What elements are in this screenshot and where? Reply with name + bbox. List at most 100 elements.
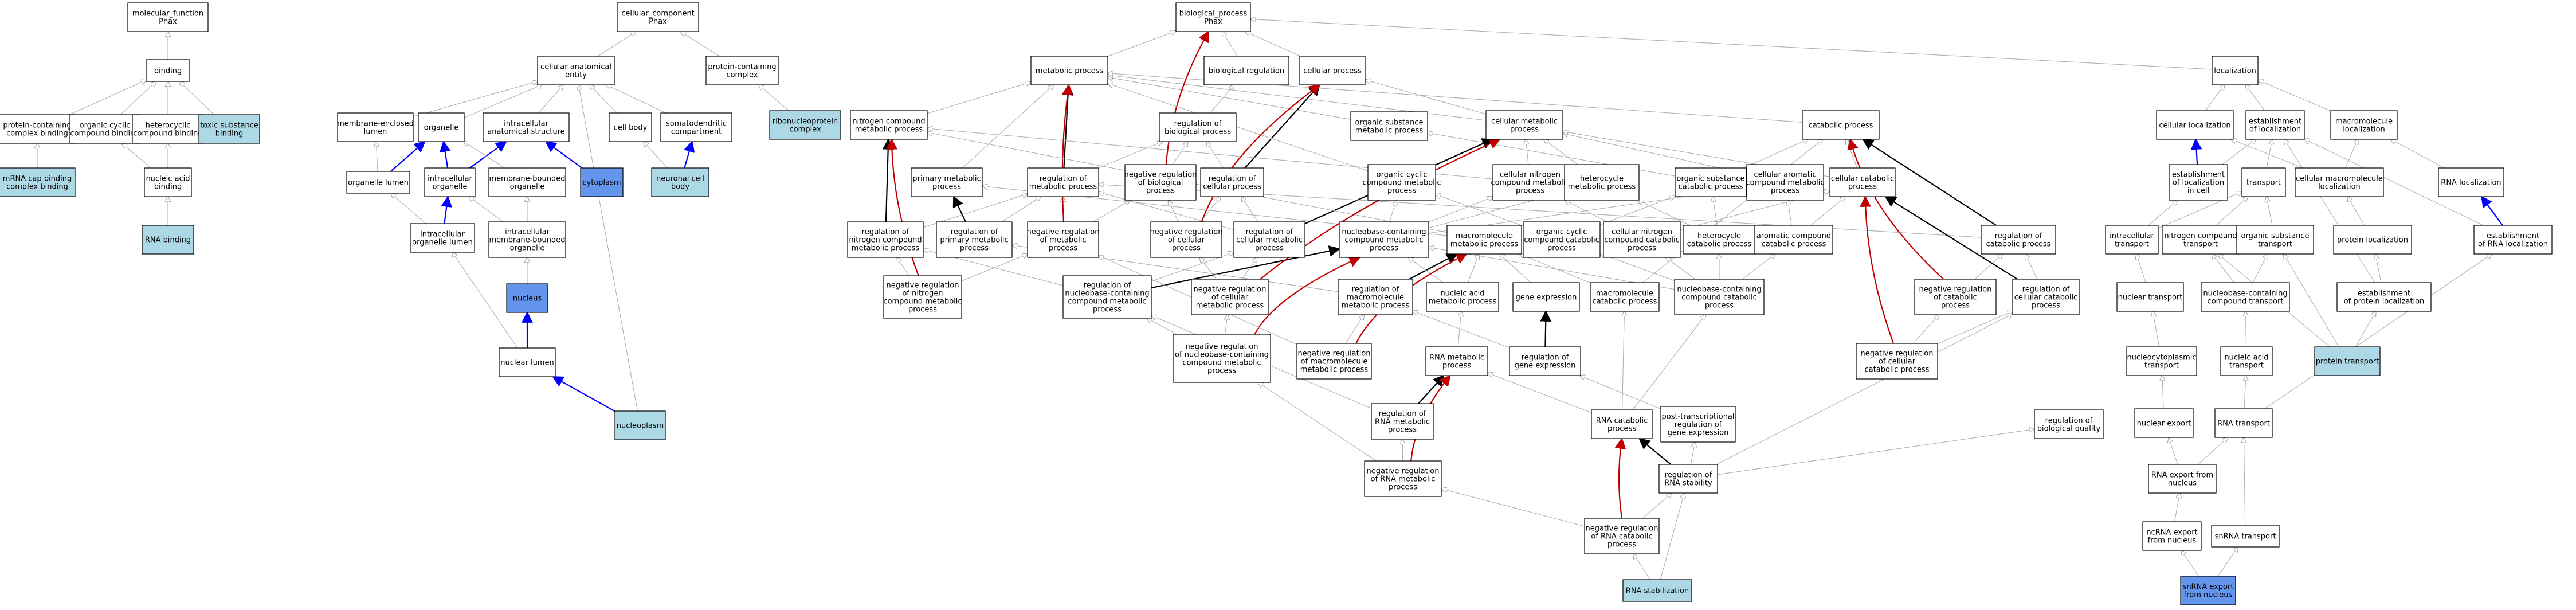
node-organelle-lumen[interactable]: organelle lumen [346, 171, 410, 194]
node-rna-binding[interactable]: RNA binding [142, 225, 194, 255]
node-bioreg[interactable]: biological regulation [1203, 56, 1289, 85]
node-cytoplasm[interactable]: cytoplasm [580, 167, 624, 197]
node-cell-loc[interactable]: cellular localization [2156, 110, 2234, 140]
node-protein-transport[interactable]: protein transport [2314, 346, 2381, 376]
node-nucleus[interactable]: nucleus [506, 283, 548, 313]
node-rna-loc[interactable]: RNA localization [2438, 167, 2504, 197]
node-organelle[interactable]: organelle [418, 112, 465, 142]
node-nuclear-export[interactable]: nuclear export [2134, 408, 2194, 438]
node-binding[interactable]: binding [146, 59, 190, 82]
node-rna-transport[interactable]: RNA transport [2214, 408, 2273, 438]
node-localization[interactable]: localization [2212, 56, 2259, 85]
node-nucleoplasm[interactable]: nucleoplasm [614, 410, 666, 440]
node-metabolic[interactable]: metabolic process [1030, 56, 1108, 85]
node-rna-stabilization[interactable]: RNA stabilization [1622, 579, 1692, 602]
node-reg-nccmp[interactable]: regulation ofnucleobase-containingcompou… [1062, 275, 1152, 319]
node-cellbody[interactable]: cell body [609, 112, 652, 142]
node-cellular-process[interactable]: cellular process [1299, 56, 1366, 85]
node-snrna-transport[interactable]: snRNA transport [2211, 525, 2280, 548]
node-nuclear-transport[interactable]: nuclear transport [2116, 282, 2184, 312]
node-gene-expr[interactable]: gene expression [1512, 282, 1580, 312]
node-protein-loc[interactable]: protein localization [2333, 225, 2412, 255]
node-transport[interactable]: transport [2241, 167, 2286, 197]
node-nuclear-lumen[interactable]: nuclear lumen [499, 347, 556, 377]
